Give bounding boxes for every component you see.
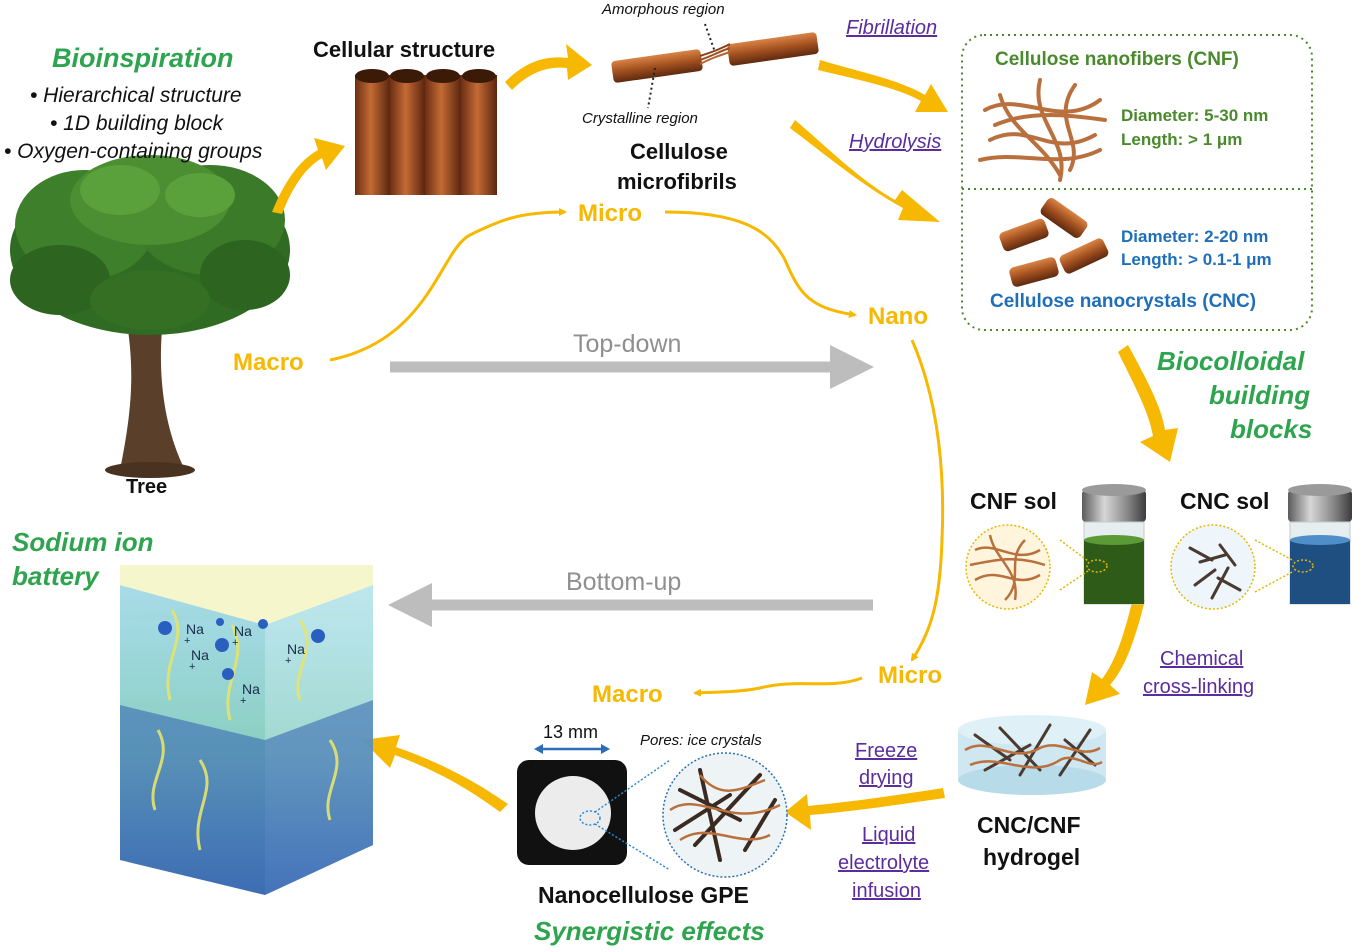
synergistic-effects-label: Synergistic effects — [534, 916, 765, 946]
bullet-1d-block: • 1D building block — [50, 112, 224, 135]
grey-arrows — [388, 345, 874, 627]
cnc-length: Length: > 0.1-1 μm — [1121, 250, 1272, 269]
size-indicator — [534, 744, 610, 754]
cnc-rods-illustration — [999, 198, 1109, 287]
crystalline-region-label: Crystalline region — [582, 110, 698, 127]
cnc-sol-label: CNC sol — [1180, 488, 1270, 514]
scale-micro-bottom: Micro — [878, 662, 943, 689]
top-down-label: Top-down — [573, 330, 682, 358]
biocolloidal-line1: Biocolloidal — [1157, 346, 1305, 376]
cnf-title: Cellulose nanofibers (CNF) — [995, 49, 1239, 70]
cnf-diameter: Diameter: 5-30 nm — [1121, 106, 1269, 125]
freeze-drying-line1: Freeze — [855, 740, 918, 762]
pores-label: Pores: ice crystals — [640, 732, 762, 749]
sodium-ion-charge: + — [184, 635, 191, 647]
amorphous-region-label: Amorphous region — [602, 1, 725, 18]
sodium-ion-charge: + — [240, 695, 247, 707]
cellular-structure-label: Cellular structure — [313, 37, 496, 62]
tree-label: Tree — [126, 476, 168, 498]
gpe-size-label: 13 mm — [543, 722, 599, 742]
scale-curves — [329, 208, 945, 697]
bottom-up-label: Bottom-up — [566, 568, 682, 596]
sodium-ion-charge: + — [189, 661, 196, 673]
microfibrils-label-line2: microfibrils — [617, 169, 737, 194]
hydrogel-illustration — [958, 715, 1106, 795]
cnf-sol-magnified — [965, 524, 1051, 610]
cnf-sol-jar — [1059, 484, 1146, 605]
process-arrows — [272, 44, 1178, 830]
bullet-hierarchical: • Hierarchical structure — [30, 84, 242, 107]
cnf-length: Length: > 1 μm — [1121, 130, 1243, 149]
sodium-ion-label: Na — [191, 647, 209, 663]
chemical-crosslinking-line1: Chemical — [1160, 648, 1244, 670]
nanocellulose-box — [961, 34, 1313, 331]
battery-title-line2: battery — [12, 561, 99, 591]
hydrogel-label-line1: CNC/CNF — [977, 812, 1081, 838]
cnc-diameter: Diameter: 2-20 nm — [1121, 227, 1269, 246]
gpe-sample — [517, 759, 671, 871]
bioinspiration-title: Bioinspiration — [52, 43, 234, 73]
scale-micro-top: Micro — [578, 200, 643, 227]
freeze-drying-line2: drying — [859, 767, 914, 789]
sodium-ion-charge: + — [232, 637, 239, 649]
cnf-sol-label: CNF sol — [970, 488, 1057, 514]
cnc-sol-jar — [1254, 484, 1352, 605]
biocolloidal-line3: blocks — [1230, 414, 1313, 444]
gpe-label: Nanocellulose GPE — [538, 882, 749, 908]
biocolloidal-line2: building — [1209, 380, 1311, 410]
hydrolysis-process: Hydrolysis — [849, 131, 942, 153]
sodium-ion-label: Na — [186, 621, 204, 637]
scale-nano: Nano — [868, 303, 928, 330]
microfibril-illustration — [611, 23, 819, 109]
cnc-title: Cellulose nanocrystals (CNC) — [990, 291, 1257, 312]
fibrillation-process: Fibrillation — [846, 17, 938, 39]
cellular-structure-illustration — [355, 69, 497, 195]
cnc-sol-magnified — [1170, 524, 1256, 610]
bullet-oxygen-groups: • Oxygen-containing groups — [4, 140, 263, 163]
liquid-infusion-line1: Liquid — [862, 824, 916, 846]
battery-title-line1: Sodium ion — [12, 527, 154, 557]
sodium-ion-charge: + — [285, 655, 292, 667]
battery-illustration — [120, 565, 373, 895]
liquid-infusion-line2: electrolyte — [838, 852, 930, 874]
cnf-fibers-illustration — [978, 78, 1107, 182]
sodium-ion-label: Na — [287, 641, 305, 657]
tree-illustration — [10, 155, 290, 478]
hydrogel-label-line2: hydrogel — [983, 844, 1081, 870]
chemical-crosslinking-line2: cross-linking — [1143, 676, 1255, 698]
sodium-ion-label: Na — [242, 681, 260, 697]
pore-magnified — [662, 752, 788, 878]
microfibrils-label-line1: Cellulose — [630, 139, 728, 164]
scale-macro-bottom: Macro — [592, 681, 663, 708]
sodium-ion-label: Na — [234, 623, 252, 639]
liquid-infusion-line3: infusion — [852, 880, 921, 902]
scale-macro-top: Macro — [233, 349, 304, 376]
